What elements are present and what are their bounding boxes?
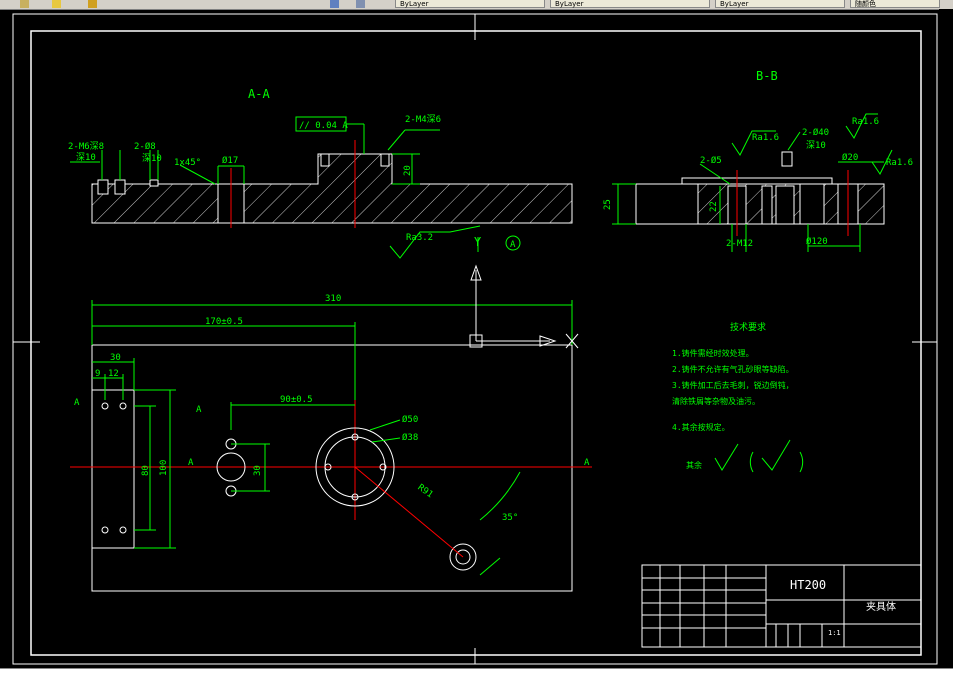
section-mark-a-mid: A [196,405,202,415]
dim-30-side: 30 [253,465,263,476]
dim-d38: Ø38 [402,432,418,443]
section-mark-a-right: A [584,458,590,468]
plan-texts: 310 170±0.5 90±0.5 30 9 12 80 100 30 Ø50… [74,294,590,523]
plan-dims [91,300,573,576]
inner-frame [30,30,922,656]
section-bb-texts: Ra1.6 2-Ø40 深10 Ra1.6 2-Ø5 Ø20 Ra1.6 25 … [603,117,913,249]
dim-90: 90±0.5 [280,395,313,405]
plotstyle-dropdown[interactable]: 随颜色 [850,0,940,8]
dim-r91: R91 [415,483,434,501]
layer-manager-icon[interactable] [330,0,339,8]
roughness-symbol [714,439,804,473]
bb-d5-label: 2-Ø5 [700,155,722,166]
dim-35: 35° [502,513,518,523]
scale-label: 1:1 [828,629,841,637]
section-mark-a-top: A [74,398,80,408]
tech-req-title: 技术要求 [730,321,766,333]
bb-ra16-c: Ra1.6 [886,158,913,168]
phi8-label: 2-Ø8 [134,141,156,152]
bb-d40-label: 2-Ø40 [802,127,829,138]
roughness-other: 其余 [686,460,702,470]
outer-frame [12,13,938,665]
dim-d50: Ø50 [402,414,418,425]
section-bb-label: B-B [756,69,778,83]
tech-req-item-1: 1.铸件需经时效处理。 [672,348,754,358]
section-aa-view [91,140,573,228]
tech-requirements: 技术要求 1.铸件需经时效处理。 2.铸件不允许有气孔砂眼等缺陷。 3.铸件加工… [672,321,794,470]
layer-prev-icon[interactable] [356,0,365,8]
dim-310: 310 [325,294,341,304]
title-block [641,564,922,648]
bb-ra16-a: Ra1.6 [752,133,779,143]
dim-80: 80 [141,465,151,476]
layer-icon[interactable] [20,0,29,8]
ucs-icon [469,264,579,349]
dim-100: 100 [159,460,169,476]
linetype-dropdown[interactable]: ByLayer [550,0,710,8]
horizontal-scrollbar[interactable] [0,668,953,678]
tolerance-box: // 0.04 A [299,121,348,131]
tech-req-item-3: 3.铸件加工后去毛刺，锐边倒钝， [672,380,794,390]
m6-label: 2-M6深8 [68,141,104,152]
bb-d120-label: Ø120 [806,236,828,247]
bb-depth-label: 深10 [806,140,826,151]
bb-d20-label: Ø20 [842,152,858,163]
section-mark-a-left: A [188,458,194,468]
lock-icon[interactable] [88,0,97,8]
dim-9: 9 [95,369,100,379]
vertical-scrollbar[interactable] [939,9,953,669]
dim-30-top: 30 [110,353,121,363]
center-marks [13,14,937,664]
plan-view [70,344,592,592]
dim-170: 170±0.5 [205,317,243,327]
section-bb-view [635,151,885,236]
phi8-depth-label: 深10 [142,153,162,164]
bb-ra16-b: Ra1.6 [852,117,879,127]
color-dropdown[interactable]: ByLayer [395,0,545,8]
d17-label: Ø17 [222,155,238,166]
section-aa-label: A-A [248,87,270,101]
tech-req-item-4: 清除铁屑等杂物及油污。 [672,396,760,406]
tech-req-item-2: 2.铸件不允许有气孔砂眼等缺陷。 [672,364,794,374]
part-title: 夹具体 [866,600,896,613]
y-axis-label: Y [474,235,482,249]
h20-label: 20 [403,165,413,176]
drawing-canvas[interactable]: A-A 2-M6深8 深10 2-Ø8 深10 1x45° Ø17 // 0.0… [0,9,939,669]
tech-req-item-5: 4.其余按规定。 [672,422,730,432]
chamfer-label: 1x45° [174,158,201,168]
sun-icon[interactable] [52,0,61,8]
dim-12: 12 [108,369,119,379]
m4-label: 2-M4深6 [405,114,441,125]
bb-h22-label: 22 [709,201,719,212]
section-aa-texts: 2-M6深8 深10 2-Ø8 深10 1x45° Ø17 // 0.04 A … [68,114,516,250]
ra32-label: Ra3.2 [406,233,433,243]
bb-m12-label: 2-M12 [726,239,753,249]
m6-depth-label: 深10 [76,152,96,163]
datum-a-label: A [510,240,516,250]
section-bb-dims [612,113,893,252]
bb-h25-label: 25 [603,199,613,210]
section-aa-dims [70,116,521,259]
properties-toolbar: ByLayer ByLayer ByLayer 随颜色 [0,0,953,10]
material-label: HT200 [790,578,826,592]
lineweight-dropdown[interactable]: ByLayer [715,0,845,8]
